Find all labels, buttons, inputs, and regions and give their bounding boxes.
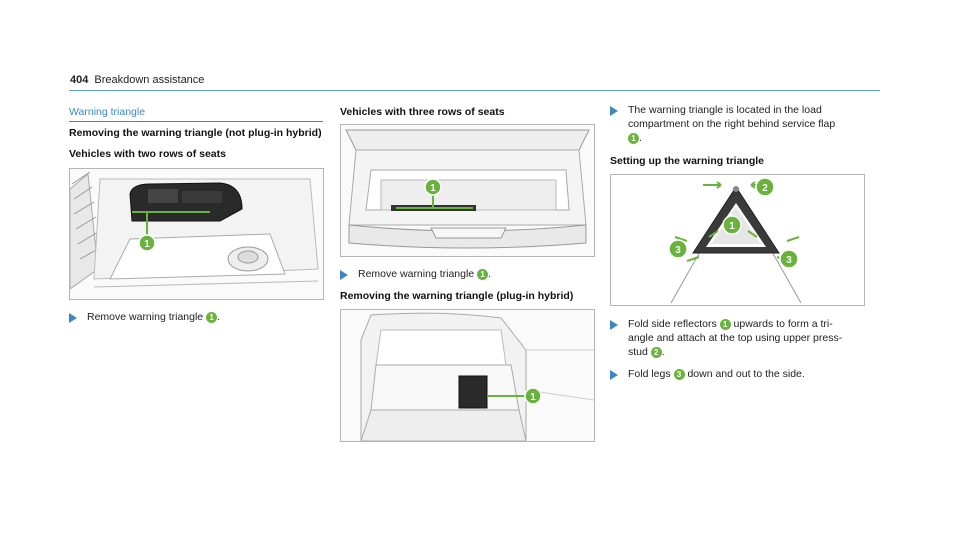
svg-text:3: 3 [675, 245, 681, 256]
step-text-line2: compartment on the right behind service … [628, 118, 836, 130]
step-fold-reflectors: Fold side reflectors 1 upwards to form a… [610, 317, 880, 359]
step-text: stud [628, 346, 648, 358]
step-triangle-location: The warning triangle is located in the l… [610, 103, 878, 145]
step-text: Remove warning triangle [87, 311, 204, 323]
header-rule [69, 90, 880, 91]
subheading-three-rows: Vehicles with three rows of seats [340, 106, 505, 118]
step-arrow-icon [69, 313, 77, 323]
step-text: Fold legs [628, 368, 671, 380]
svg-text:1: 1 [729, 221, 735, 232]
heading-removing-plugin: Removing the warning triangle (plug-in h… [340, 290, 574, 302]
svg-text:1: 1 [530, 392, 536, 403]
figure-warning-triangle-setup: 1 2 3 3 [610, 174, 865, 306]
step-text: upwards to form a tri- [733, 318, 833, 330]
svg-text:2: 2 [762, 183, 768, 194]
step-text: Fold side reflectors [628, 318, 717, 330]
callout-badge: 1 [719, 319, 731, 330]
svg-text:3: 3 [786, 255, 792, 266]
step-arrow-icon [610, 320, 618, 330]
callout-badge: 1 [477, 269, 489, 280]
step-text: Remove warning triangle [358, 268, 475, 280]
callout-badge: 1 [628, 133, 639, 144]
svg-text:1: 1 [144, 239, 150, 250]
step-remove-triangle-two-rows: Remove warning triangle 1. [69, 310, 220, 324]
step-arrow-icon [610, 106, 618, 116]
figure-two-rows-load-compartment: 1 [69, 168, 324, 300]
subheading-two-rows: Vehicles with two rows of seats [69, 148, 226, 160]
figure-three-rows-load-compartment: 1 [340, 124, 595, 257]
step-text-line1: The warning triangle is located in the l… [628, 104, 822, 116]
step-arrow-icon [610, 370, 618, 380]
callout-badge: 1 [206, 312, 218, 323]
section-title: Warning triangle [69, 106, 323, 122]
step-remove-triangle-three-rows: Remove warning triangle 1. [340, 267, 491, 281]
callout-badge: 3 [673, 369, 685, 380]
step-arrow-icon [340, 270, 348, 280]
section-name: Breakdown assistance [94, 74, 205, 86]
step-text: down and out to the side. [687, 368, 805, 380]
step-text: angle and attach at the top using upper … [628, 332, 843, 344]
callout-badge: 2 [650, 347, 662, 358]
page-header: 404 Breakdown assistance [70, 74, 204, 86]
page-number: 404 [70, 74, 89, 86]
figure-plugin-hybrid-load-compartment: 1 [340, 309, 595, 442]
svg-text:1: 1 [430, 183, 436, 194]
heading-removing-not-plugin: Removing the warning triangle (not plug-… [69, 127, 322, 139]
heading-setting-up: Setting up the warning triangle [610, 155, 765, 167]
step-fold-legs: Fold legs 3 down and out to the side. [610, 367, 880, 381]
